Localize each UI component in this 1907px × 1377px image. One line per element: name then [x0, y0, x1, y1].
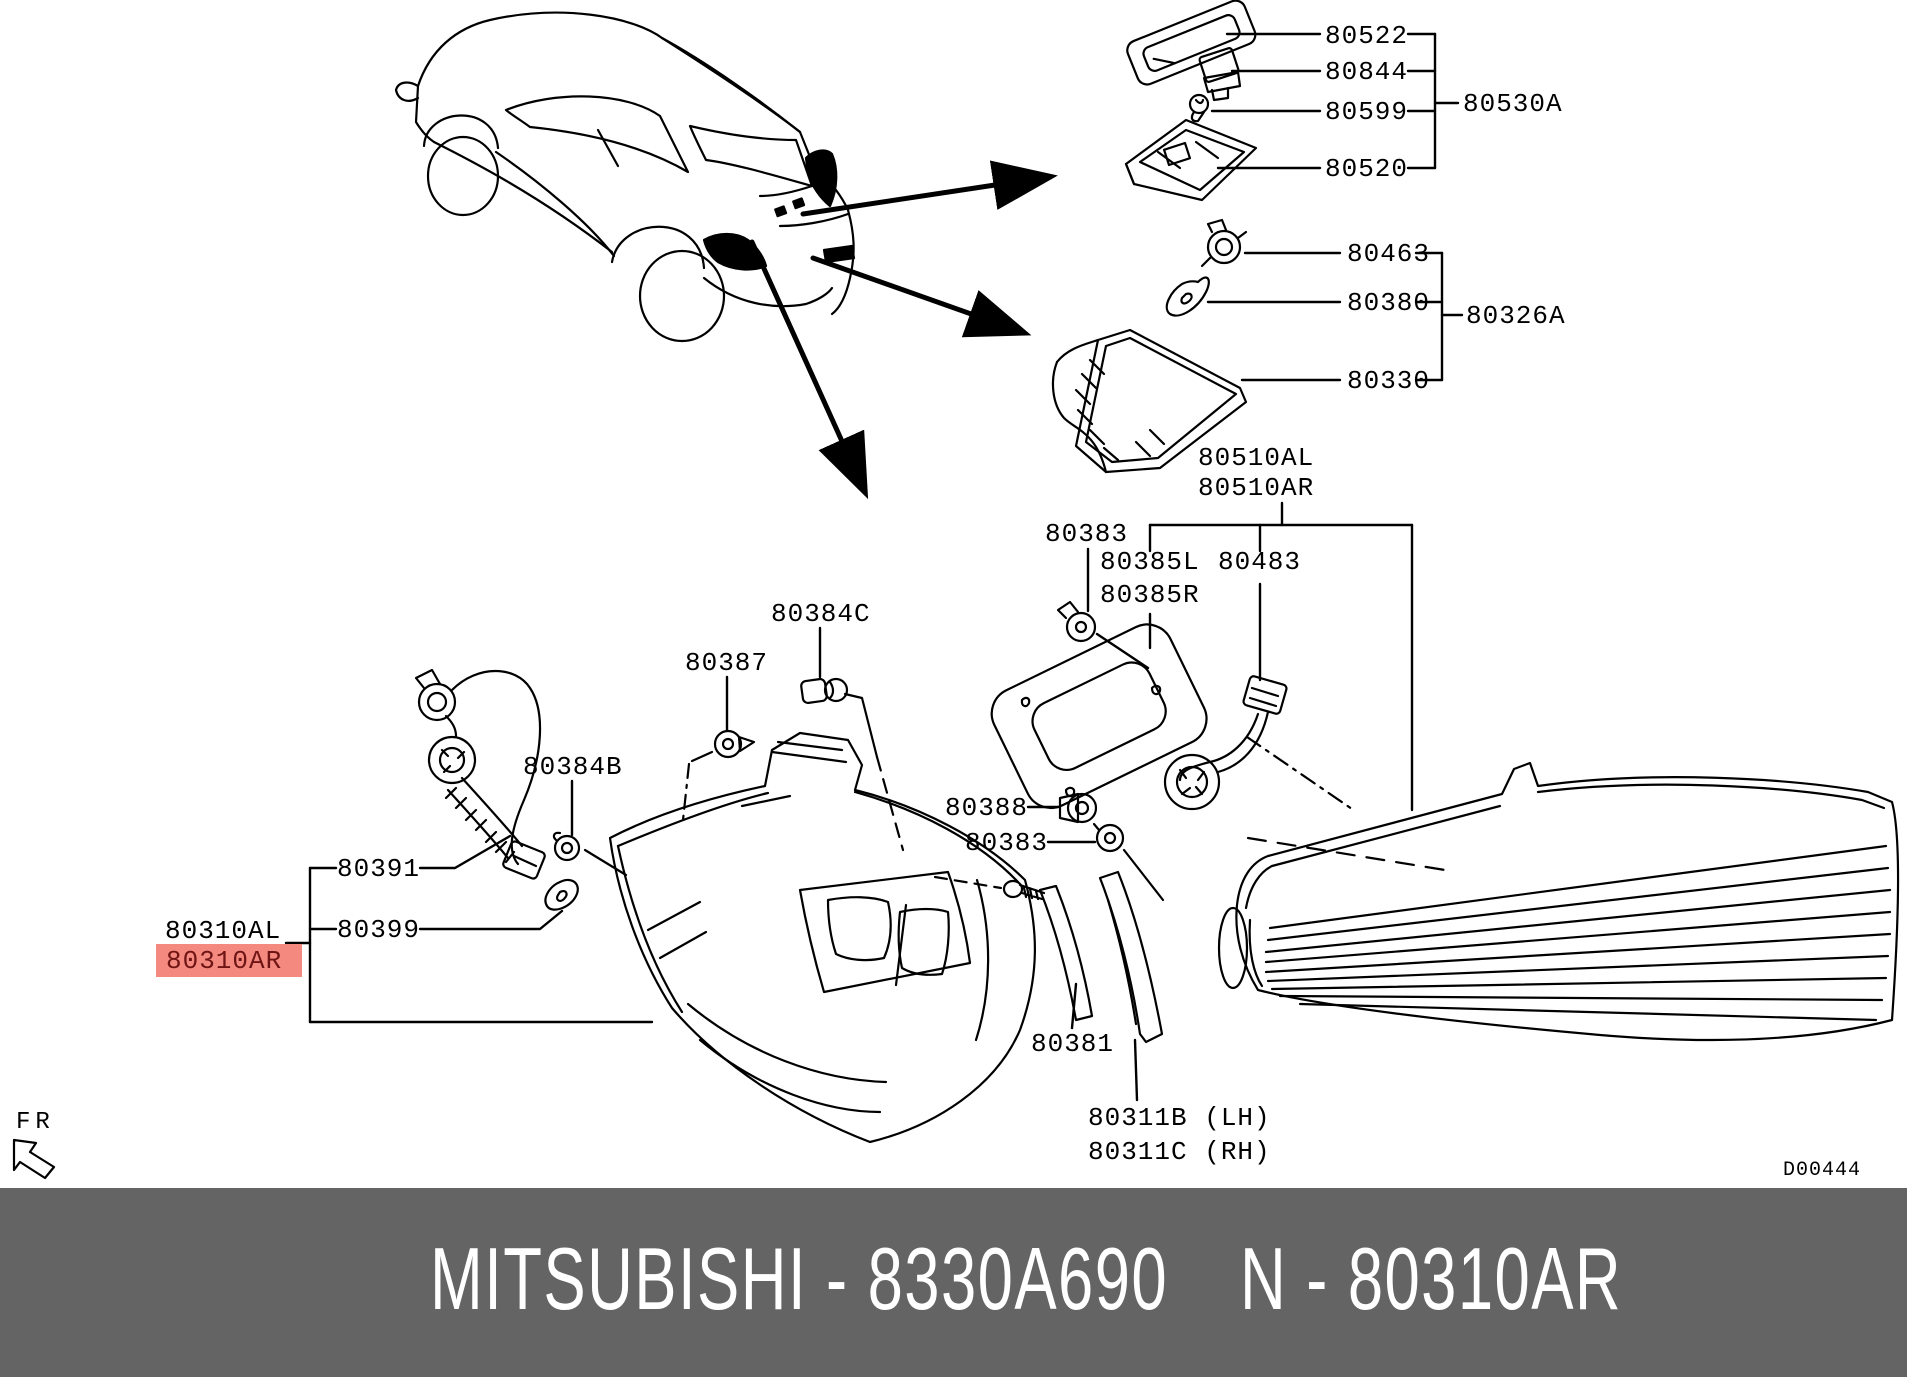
- part-label-80387[interactable]: 80387: [685, 648, 769, 678]
- license-lamp-bulb-drawing: [1188, 93, 1210, 123]
- part-label-80510AL[interactable]: 80510AL: [1198, 443, 1315, 473]
- license-lamp-socket-drawing: [1198, 47, 1242, 102]
- part-label-80844[interactable]: 80844: [1325, 57, 1409, 87]
- part-label-80463[interactable]: 80463: [1347, 239, 1431, 269]
- leader-lines-inner-lamp-group: [1086, 501, 1414, 812]
- part-label-80522[interactable]: 80522: [1325, 21, 1409, 51]
- parts-diagram-canvas: [12, 0, 1900, 1180]
- license-lamp-housing-drawing: [1124, 118, 1258, 202]
- marker-bulb-drawing: [1165, 276, 1210, 317]
- outer-tail-lamp-drawing: [608, 731, 1036, 1144]
- part-label-80326A[interactable]: 80326A: [1466, 301, 1566, 331]
- footer-reference-number: N - 80310AR: [1240, 1228, 1623, 1328]
- footer-brand-part-number: MITSUBISHI - 8330A690: [430, 1228, 1169, 1328]
- harness-drawing: [414, 668, 546, 880]
- nut-80383a-drawing: [1056, 600, 1097, 643]
- part-label-80385R[interactable]: 80385R: [1100, 580, 1200, 610]
- inner-garnish-lamp-drawing: [1217, 761, 1900, 1042]
- grommet-80384B-drawing: [552, 831, 581, 862]
- trim-strip-drawings: [1038, 870, 1164, 1044]
- highlight-box-80310AR: [156, 944, 302, 977]
- part-label-80330[interactable]: 80330: [1347, 366, 1431, 396]
- part-label-80483[interactable]: 80483: [1218, 547, 1302, 577]
- part-label-80510AR[interactable]: 80510AR: [1198, 473, 1315, 503]
- screw-80387-drawing: [713, 729, 756, 759]
- part-label-80599[interactable]: 80599: [1325, 97, 1409, 127]
- pointer-arrows: [749, 160, 1058, 500]
- drawing-number: D00444: [1783, 1159, 1862, 1182]
- grommet-80388-drawing: [1058, 792, 1098, 824]
- car-rear-view-drawing: [394, 11, 856, 343]
- part-label-80381[interactable]: 80381: [1031, 1029, 1115, 1059]
- fr-direction-label: FR: [16, 1109, 55, 1136]
- socket-wire-drawing: [1163, 675, 1288, 811]
- part-label-80384C[interactable]: 80384C: [771, 599, 871, 629]
- screw-small-drawing: [1002, 879, 1046, 901]
- part-label-80384B[interactable]: 80384B: [523, 752, 623, 782]
- gasket-drawing: [990, 623, 1208, 810]
- part-label-80520[interactable]: 80520: [1325, 154, 1409, 184]
- bulb-80399-drawing: [544, 878, 579, 911]
- part-label-80388[interactable]: 80388: [945, 793, 1029, 823]
- part-label-80310AR[interactable]: 80310AR: [166, 946, 283, 976]
- footer-banner: MITSUBISHI - 8330A690 N - 80310AR: [0, 1188, 1907, 1377]
- clip-80384C-drawing: [800, 677, 849, 705]
- marker-lamp-drawing: [1051, 328, 1248, 474]
- part-label-80385L[interactable]: 80385L: [1100, 547, 1200, 577]
- part-label-80311B[interactable]: 80311B (LH): [1088, 1103, 1271, 1133]
- part-label-80530A[interactable]: 80530A: [1463, 89, 1563, 119]
- leader-lines-license-group: [1210, 32, 1460, 170]
- leader-lines-marker-group: [1206, 251, 1464, 382]
- part-label-80310AL[interactable]: 80310AL: [165, 916, 282, 946]
- nut-80383b-drawing: [1092, 822, 1125, 853]
- dashed-axes: [583, 692, 1165, 902]
- fr-direction-arrow: [12, 1138, 56, 1180]
- leader-lines-left-group: [284, 834, 654, 1024]
- part-label-80399[interactable]: 80399: [337, 915, 421, 945]
- part-label-80383-lower[interactable]: 80383: [965, 828, 1049, 858]
- centerline-socket: [1245, 735, 1354, 811]
- leader-lines-center-group: [570, 626, 1139, 1102]
- part-label-80380[interactable]: 80380: [1347, 288, 1431, 318]
- part-label-80311C[interactable]: 80311C (RH): [1088, 1137, 1271, 1167]
- part-label-80383-upper[interactable]: 80383: [1045, 519, 1129, 549]
- part-label-80391[interactable]: 80391: [337, 854, 421, 884]
- marker-socket-drawing: [1200, 218, 1248, 268]
